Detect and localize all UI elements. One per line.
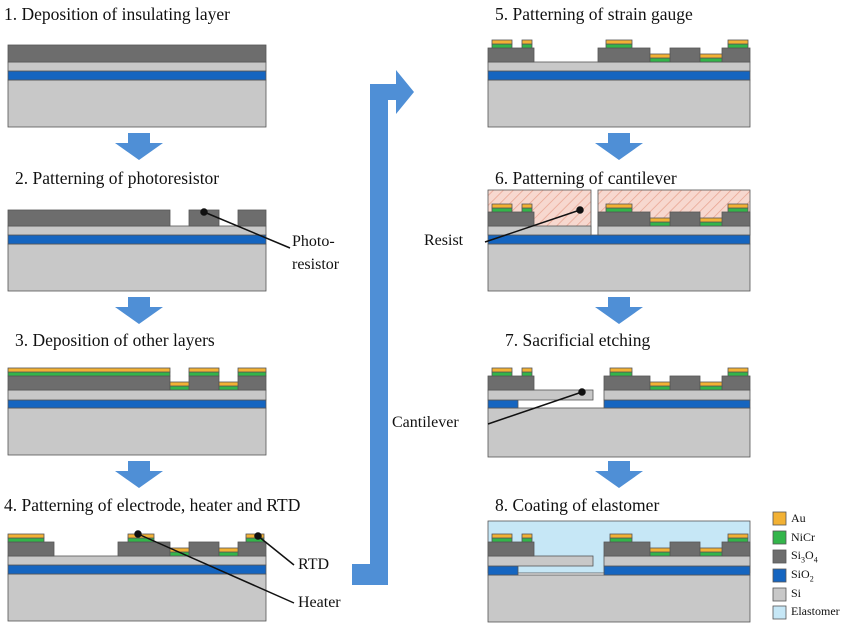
legend xyxy=(772,511,787,620)
arrow-step7-to-8 xyxy=(595,461,643,488)
photoresistor-label-line2: resistor xyxy=(292,256,340,273)
flow-arrows xyxy=(115,70,643,585)
heater-label: Heater xyxy=(298,594,341,611)
legend-label-sio2: SiO2 xyxy=(791,567,814,584)
cantilever-label: Cantilever xyxy=(392,414,459,431)
arrow-step1-to-2 xyxy=(115,133,163,160)
step-3-diagram xyxy=(7,367,267,456)
legend-swatch-si3o4 xyxy=(772,549,787,564)
arrow-step6-to-7 xyxy=(595,297,643,324)
resist-label: Resist xyxy=(424,232,464,249)
rtd-label: RTD xyxy=(298,556,330,573)
step-6-diagram xyxy=(487,189,751,292)
arrow-column-transfer xyxy=(352,70,414,585)
step-2-title: 2. Patterning of photoresistor xyxy=(15,168,220,188)
step-4-diagram xyxy=(7,533,267,622)
step-1-diagram xyxy=(7,44,267,128)
step-1-title: 1. Deposition of insulating layer xyxy=(4,4,231,24)
legend-label-au: Au xyxy=(791,511,806,525)
step-7-diagram xyxy=(487,367,751,458)
step-7-title: 7. Sacrificial etching xyxy=(505,330,651,350)
legend-label-elastomer: Elastomer xyxy=(791,604,840,618)
step-5-title: 5. Patterning of strain gauge xyxy=(495,4,693,24)
step-6-title: 6. Patterning of cantilever xyxy=(495,168,677,188)
legend-swatch-sio2 xyxy=(772,568,787,583)
callout-lines xyxy=(134,206,586,604)
legend-swatch-si xyxy=(772,587,787,602)
legend-label-si3o4: Si3O4 xyxy=(791,548,818,565)
legend-swatch-au xyxy=(772,511,787,526)
step-8-diagram xyxy=(487,520,751,623)
legend-label-nicr: NiCr xyxy=(791,530,815,544)
photoresistor-label-line1: Photo- xyxy=(292,233,335,250)
arrow-step5-to-6 xyxy=(595,133,643,160)
step-3-title: 3. Deposition of other layers xyxy=(15,330,215,350)
step-4-title: 4. Patterning of electrode, heater and R… xyxy=(4,495,301,515)
arrow-step2-to-3 xyxy=(115,297,163,324)
legend-swatch-nicr xyxy=(772,530,787,545)
step-5-diagram xyxy=(487,39,751,128)
step-8-title: 8. Coating of elastomer xyxy=(495,495,660,515)
arrow-step3-to-4 xyxy=(115,461,163,488)
legend-label-si: Si xyxy=(791,586,802,600)
step-2-diagram xyxy=(7,209,267,292)
legend-swatch-elastomer xyxy=(772,605,787,620)
